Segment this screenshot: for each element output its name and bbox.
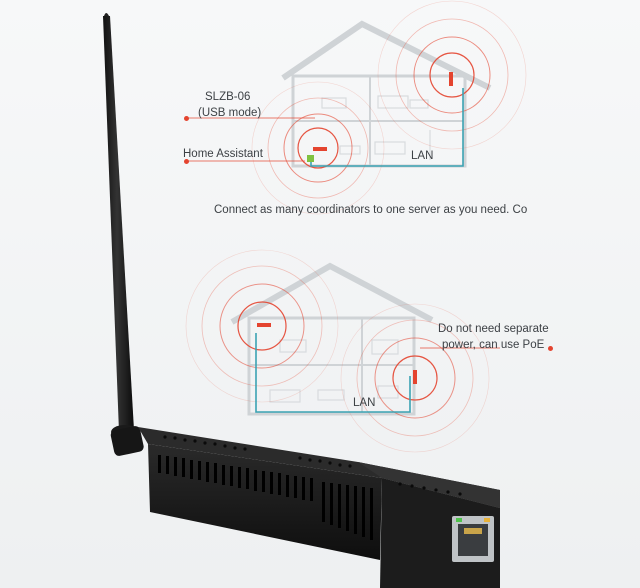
no-power-label-line1: Do not need separate <box>438 323 549 335</box>
label-dot <box>184 116 189 121</box>
ethernet-port-icon <box>452 516 494 562</box>
bottom-signal-rings-upper <box>185 249 339 403</box>
bottom-signal-rings-lower <box>340 303 490 453</box>
antenna-icon <box>103 13 144 456</box>
front-vents <box>158 455 373 540</box>
no-power-label-line2: power, can use PoE <box>442 339 545 351</box>
bottom-lan-line <box>255 333 411 413</box>
top-lan-line <box>310 88 464 167</box>
server-icon <box>307 155 314 162</box>
top-signal-rings-upper <box>377 0 527 150</box>
coordinator-icon <box>257 323 271 327</box>
lan-label-bottom: LAN <box>353 397 376 409</box>
slzb-label-line2: (USB mode) <box>198 107 262 119</box>
device-body <box>138 427 500 588</box>
label-dot <box>184 159 189 164</box>
bottom-house <box>230 262 434 416</box>
coordinator-icon <box>313 147 327 151</box>
bottom-furniture <box>269 339 399 403</box>
label-dot <box>548 346 553 351</box>
coordinator-icon <box>449 72 453 86</box>
top-vents <box>163 435 462 496</box>
coordinator-icon <box>413 370 417 384</box>
slzb-label-line1: SLZB-06 <box>205 91 251 103</box>
home-assistant-label: Home Assistant <box>183 148 263 160</box>
caption-text: Connect as many coordinators to one serv… <box>214 204 528 216</box>
lan-label-top: LAN <box>411 150 434 162</box>
top-signal-rings-lower <box>251 81 385 215</box>
top-house <box>281 20 492 168</box>
